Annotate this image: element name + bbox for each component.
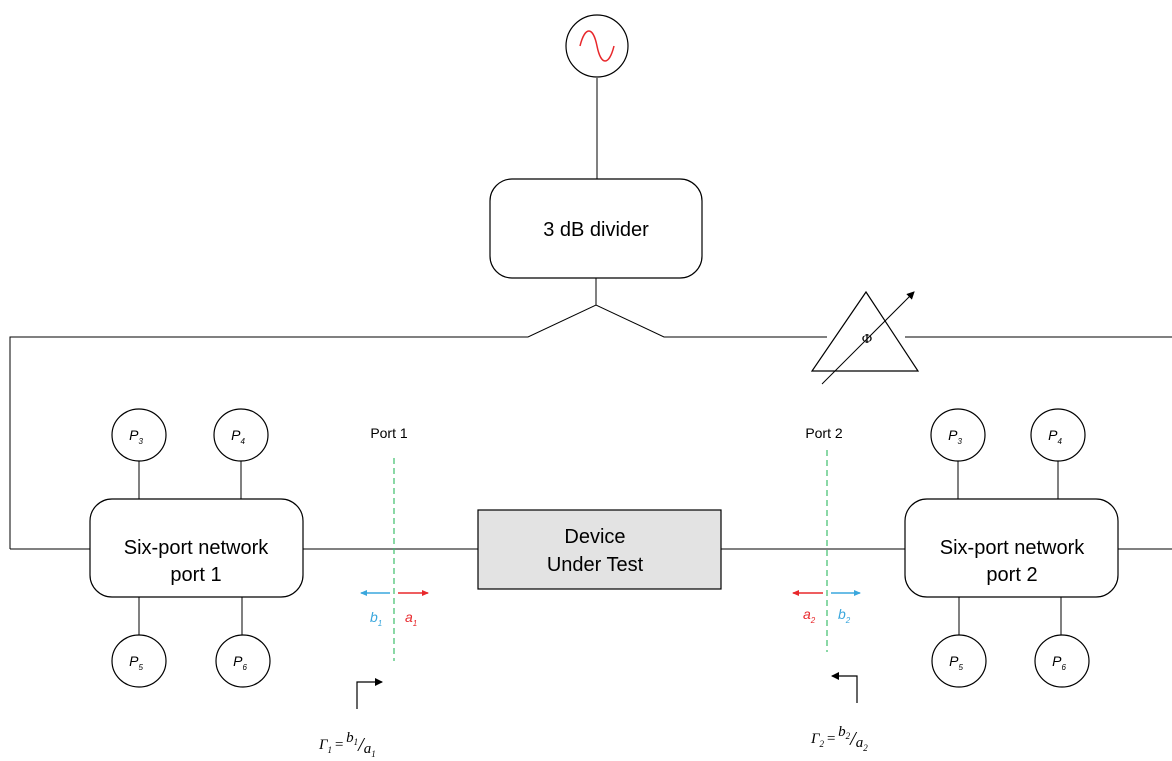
- sine-wave-icon: [579, 30, 615, 62]
- svg-text:P5: P5: [949, 653, 963, 672]
- dut-label-line1: Device: [564, 526, 625, 548]
- gamma2-expression: Γ2=b2/a2: [810, 724, 868, 753]
- network2-label-line1: Six-port network: [940, 537, 1085, 559]
- wave-a1-label: a1: [405, 609, 417, 628]
- svg-text:P6: P6: [233, 653, 247, 672]
- reference-plane-port-1: Port 1 b1 a1 Γ1=b1/a1: [318, 425, 429, 759]
- wave-b1-label: b1: [370, 609, 382, 628]
- svg-text:P4: P4: [1048, 427, 1062, 446]
- divider-block: 3 dB divider: [489, 178, 703, 279]
- tuning-arrow-icon: [821, 291, 915, 385]
- gamma1-expression: Γ1=b1/a1: [318, 730, 376, 759]
- gamma1-indicator-arrow: [356, 678, 383, 709]
- detector-p3-net2: P3: [930, 408, 986, 462]
- six-port-network-1: Six-port network port 1 P3 P4 P5 P6: [89, 408, 304, 688]
- phase-shifter: Φ: [810, 290, 920, 385]
- reference-plane-port-2: Port 2 a2 b2 Γ2=b2/a2: [792, 425, 868, 753]
- network2-label-line2: port 2: [986, 564, 1037, 586]
- wave-b2-label: b2: [838, 606, 851, 625]
- detector-p6-net2: P6: [1034, 634, 1090, 688]
- dut-label-line2: Under Test: [547, 554, 644, 576]
- detector-p5-net1: P5: [111, 634, 167, 688]
- detector-p4-net2: P4: [1030, 408, 1086, 462]
- svg-text:P4: P4: [231, 427, 245, 446]
- phase-symbol: Φ: [862, 332, 872, 347]
- network1-label-line1: Six-port network: [124, 537, 269, 559]
- svg-text:P5: P5: [129, 653, 143, 672]
- gamma2-indicator-arrow: [831, 672, 858, 703]
- divider-label: 3 dB divider: [543, 219, 649, 241]
- svg-text:P6: P6: [1052, 653, 1066, 672]
- detector-p6-net1: P6: [215, 634, 271, 688]
- wave-a2-label: a2: [803, 606, 816, 625]
- port2-label: Port 2: [805, 425, 843, 441]
- detector-p3-net1: P3: [111, 408, 167, 462]
- detector-p4-net1: P4: [213, 408, 269, 462]
- port1-label: Port 1: [370, 425, 408, 441]
- signal-source: [565, 14, 629, 78]
- six-port-network-2: Six-port network port 2 P3 P4 P5 P6: [904, 408, 1119, 688]
- feed-network-lines: [9, 278, 1172, 550]
- svg-text:P3: P3: [948, 427, 962, 446]
- svg-text:P3: P3: [129, 427, 143, 446]
- network1-label-line2: port 1: [170, 564, 221, 586]
- device-under-test: Device Under Test: [477, 509, 722, 590]
- detector-p5-net2: P5: [931, 634, 987, 688]
